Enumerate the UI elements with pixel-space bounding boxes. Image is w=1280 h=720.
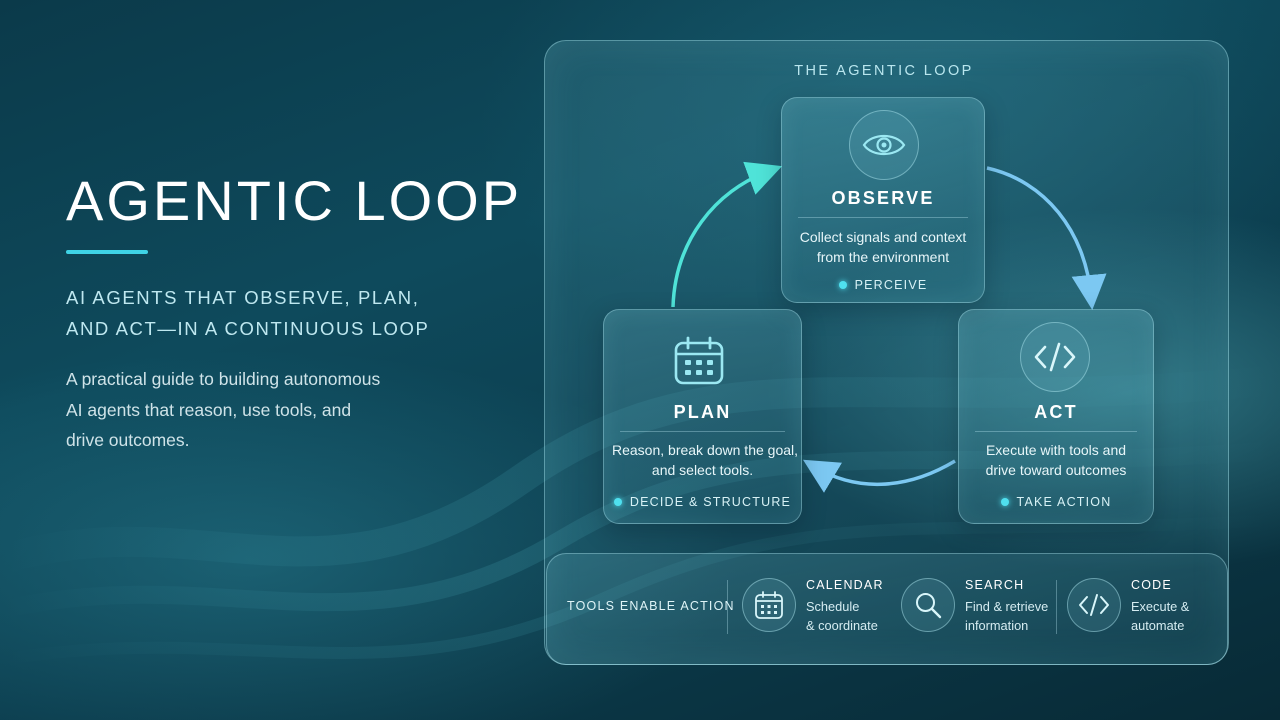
hero-subtitle: AI AGENTS THAT OBSERVE, PLAN, AND ACT—IN… [66, 282, 486, 344]
step-card-observe: OBSERVE Collect signals and context from… [781, 97, 985, 303]
tool-description: Find & retrieve information [965, 597, 1048, 635]
tool-name: CODE [1131, 578, 1172, 592]
hero-description-line: drive outcomes. [66, 430, 190, 450]
arrow-act-to-plan [802, 459, 956, 493]
tool-code: CODE Execute & automate [1067, 576, 1207, 636]
eye-icon [849, 110, 919, 180]
tool-description-line: automate [1131, 618, 1185, 633]
card-divider [620, 431, 785, 432]
step-description-line: drive toward outcomes [985, 462, 1127, 478]
tools-bar: TOOLS ENABLE ACTION CALENDAR Schedule [546, 553, 1228, 665]
step-tag: PERCEIVE [782, 278, 984, 292]
loop-arrows [671, 161, 1107, 493]
hero-title: AGENTIC LOOP [66, 169, 523, 232]
step-title: PLAN [673, 402, 732, 422]
card-divider [975, 431, 1137, 432]
arrow-plan-to-observe [671, 161, 783, 308]
arrow-observe-to-act [986, 166, 1107, 310]
card-divider [798, 217, 968, 218]
step-description-line: and select tools. [651, 462, 754, 478]
dot-icon [1000, 498, 1009, 506]
step-title: OBSERVE [831, 188, 935, 208]
tool-description-line: & coordinate [806, 618, 878, 633]
step-description: Execute with tools and drive toward outc… [967, 440, 1145, 480]
step-tag-label: PERCEIVE [854, 278, 928, 292]
tool-search: SEARCH Find & retrieve information [901, 576, 1051, 636]
step-tag: DECIDE & STRUCTURE [604, 495, 801, 509]
tool-description: Schedule & coordinate [806, 597, 878, 635]
dot-icon [838, 281, 847, 289]
tool-name: SEARCH [965, 578, 1025, 592]
title-accent-rule [66, 250, 148, 254]
tool-description-line: Execute & [1131, 599, 1190, 614]
calendar-icon [742, 578, 796, 632]
tool-description-line: Find & retrieve [965, 599, 1049, 614]
tool-calendar: CALENDAR Schedule & coordinate [742, 576, 892, 636]
diagram-title: THE AGENTIC LOOP [794, 63, 974, 79]
hero-subtitle-line: AI AGENTS THAT OBSERVE, PLAN, [66, 287, 420, 308]
hero-subtitle-line: AND ACT—IN A CONTINUOUS LOOP [66, 318, 430, 339]
step-tag-label: TAKE ACTION [1016, 495, 1112, 509]
step-description-line: Collect signals and context [799, 229, 967, 245]
code-icon [1020, 322, 1090, 392]
tools-label: TOOLS ENABLE ACTION [567, 599, 735, 613]
code-icon [1067, 578, 1121, 632]
search-icon [901, 578, 955, 632]
step-title: ACT [1034, 402, 1078, 422]
hero-description-line: AI agents that reason, use tools, and [66, 399, 352, 420]
hero-description: A practical guide to building autonomous… [66, 364, 426, 456]
step-card-plan: PLAN Reason, break down the goal, and se… [603, 309, 802, 524]
step-description-line: from the environment [816, 249, 950, 265]
calendar-icon [664, 326, 734, 396]
step-tag-label: DECIDE & STRUCTURE [629, 495, 792, 509]
tool-name: CALENDAR [806, 578, 884, 592]
hero-description-line: A practical guide to building autonomous [66, 369, 381, 389]
tool-description-line: Schedule [806, 599, 860, 614]
step-tag: TAKE ACTION [959, 495, 1153, 509]
tool-description: Execute & automate [1131, 597, 1189, 635]
step-card-act: ACT Execute with tools and drive toward … [958, 309, 1154, 524]
step-description: Collect signals and context from the env… [790, 227, 976, 267]
dot-icon [613, 498, 622, 506]
agentic-loop-panel: THE AGENTIC LOOP OBSERVE Collect signals… [544, 40, 1229, 665]
step-description-line: Reason, break down the goal, [612, 442, 799, 458]
step-description: Reason, break down the goal, and select … [612, 440, 799, 480]
step-description-line: Execute with tools and [985, 442, 1127, 458]
tools-divider [1056, 580, 1057, 634]
tool-description-line: information [965, 618, 1029, 633]
tools-divider [727, 580, 728, 634]
